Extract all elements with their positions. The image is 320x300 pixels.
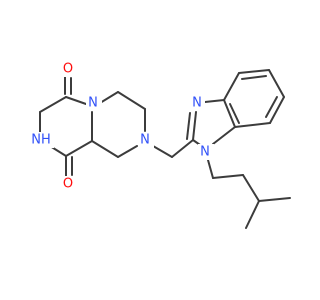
bond-c4-to-c5 bbox=[238, 69, 270, 74]
atom-label-n-alkyl: N bbox=[200, 145, 210, 160]
bond-n-pip-to-linker bbox=[152, 145, 173, 158]
bond-c6-to-c7 bbox=[269, 96, 285, 124]
atom-label-n-imine: N bbox=[192, 96, 202, 111]
bond-ch2-c-to-ch bbox=[91, 140, 119, 158]
bond-carbonyl-bottom-to-ch bbox=[65, 140, 93, 157]
bond-n-alkyl-to-chain-1 bbox=[207, 159, 214, 179]
bond-c7a-to-n-alkyl bbox=[212, 126, 236, 145]
bond-network bbox=[39, 69, 291, 229]
bond-c6-to-c7-double bbox=[265, 96, 278, 118]
bond-n-pip-to-ch2-c bbox=[117, 145, 138, 158]
bond-n-imine-to-c3a bbox=[204, 99, 225, 103]
atom-label-n-bridge: N bbox=[88, 96, 98, 111]
bond-chain-2-to-chain-3 bbox=[242, 174, 260, 202]
atom-nh-amide: NH bbox=[26, 132, 54, 148]
atom-nitrogen-imine: N bbox=[189, 95, 205, 111]
atom-nitrogen-alkyl: N bbox=[198, 144, 214, 160]
atom-nitrogen-bridge: N bbox=[86, 95, 102, 111]
bond-c2-to-n-imine bbox=[192, 111, 197, 141]
atom-nitrogen-piperazine: N bbox=[138, 132, 154, 148]
bond-ch2-a-to-ch2-b bbox=[117, 91, 146, 110]
atom-label-o-top: O bbox=[63, 62, 73, 77]
atom-labels: O N NH O N N N bbox=[26, 61, 214, 192]
atom-label-nh: NH bbox=[31, 133, 51, 148]
bond-c7-to-c7a bbox=[234, 122, 271, 128]
bond-carbonyl-top-to-ch2 bbox=[39, 96, 67, 113]
bond-chain-3-to-methyl-a bbox=[258, 197, 291, 202]
bond-c3a-to-c4 bbox=[223, 72, 240, 101]
atom-label-n-pip: N bbox=[140, 133, 150, 148]
bond-c4-to-c5-double bbox=[241, 75, 267, 80]
bond-n-bridge-to-carbonyl-top bbox=[65, 96, 87, 105]
atom-label-o-bottom: O bbox=[63, 177, 73, 192]
atom-oxygen-bottom: O bbox=[60, 176, 76, 192]
bond-n-bridge-to-ch2-a bbox=[99, 91, 119, 104]
molecule-structure-diagram: O N NH O N N N bbox=[26, 61, 291, 229]
bond-c2-to-n-imine-double bbox=[186, 112, 191, 140]
atom-oxygen-top: O bbox=[60, 61, 76, 77]
bond-linker-to-c2 bbox=[171, 139, 194, 158]
bond-c3a-to-c7a-inner bbox=[229, 103, 240, 124]
bond-chain-1-to-chain-2 bbox=[212, 174, 244, 179]
bond-c5-to-c6 bbox=[268, 69, 285, 98]
bond-chain-3-to-methyl-b bbox=[245, 200, 260, 229]
bond-c3a-to-c7a bbox=[223, 99, 236, 128]
